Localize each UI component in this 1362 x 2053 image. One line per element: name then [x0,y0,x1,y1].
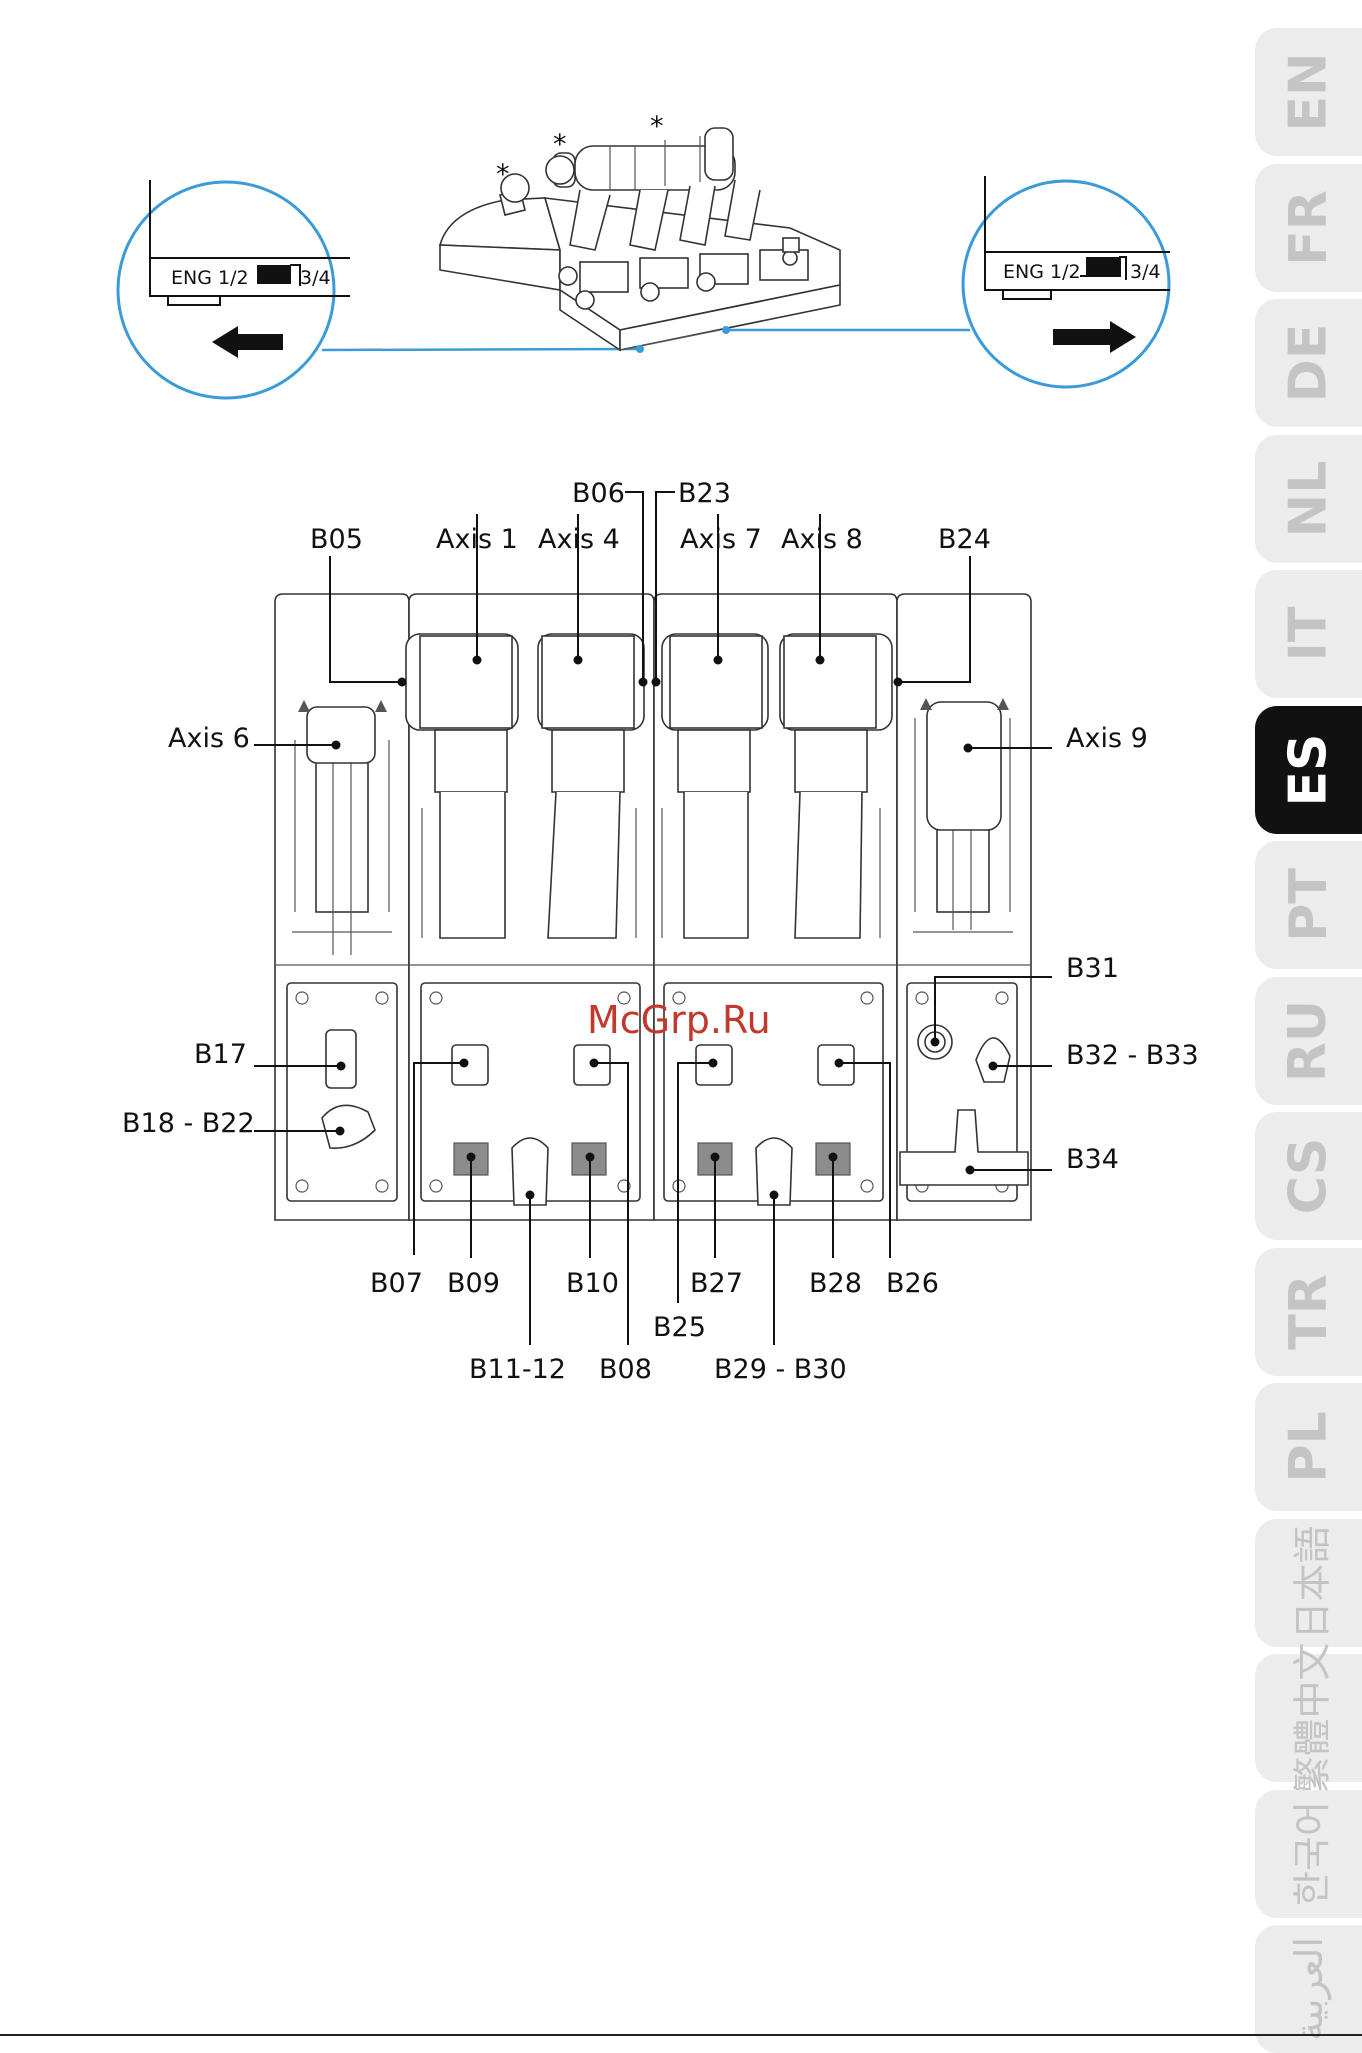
label-b31: B31 [1066,953,1119,984]
asterisk-2: * [553,129,567,160]
label-axis1: Axis 1 [436,524,518,555]
language-tab-10[interactable]: PL [1255,1383,1362,1511]
language-tab-label: 한국어 [1281,1801,1336,1906]
label-b06: B06 [572,478,625,509]
label-b28: B28 [809,1268,862,1299]
label-b10: B10 [566,1268,619,1299]
bottom-rule [0,2034,1362,2036]
language-tab-label: ES [1278,733,1338,806]
language-tab-5[interactable]: ES [1255,706,1362,834]
label-b11-12: B11-12 [469,1354,566,1385]
left-switch-text-eng12: ENG 1/2 [171,267,249,289]
language-tab-0[interactable]: EN [1255,28,1362,156]
label-b26: B26 [886,1268,939,1299]
label-axis8: Axis 8 [781,524,863,555]
language-tab-label: PL [1279,1411,1339,1482]
left-switch-callout: ENG 1/2 3/4 [118,180,350,398]
label-axis4: Axis 4 [538,524,620,555]
language-tab-7[interactable]: RU [1255,977,1362,1105]
label-b32-b33: B32 - B33 [1066,1040,1199,1071]
language-tab-9[interactable]: TR [1255,1248,1362,1376]
left-lower-panel [287,983,397,1201]
language-tab-label: 日本語 [1281,1525,1336,1639]
language-tab-label: PT [1279,868,1339,942]
language-tab-12[interactable]: 繁體中文 [1255,1654,1362,1782]
language-tab-11[interactable]: 日本語 [1255,1519,1362,1647]
language-tab-label: TR [1278,1274,1338,1350]
label-b07: B07 [370,1268,423,1299]
label-b23: B23 [678,478,731,509]
right-switch-text-eng12: ENG 1/2 [1003,261,1081,283]
label-b17: B17 [194,1039,247,1070]
label-axis6: Axis 6 [168,723,250,754]
watermark: McGrp.Ru [587,998,771,1042]
language-tab-label: 繁體中文 [1281,1642,1336,1794]
label-b27: B27 [690,1268,743,1299]
label-axis9: Axis 9 [1066,723,1148,754]
left-switch-toggle [257,265,291,284]
label-b18-b22: B18 - B22 [122,1108,255,1139]
label-b09: B09 [447,1268,500,1299]
right-switch-text-34: 3/4 [1130,261,1161,283]
language-tab-label: IT [1278,607,1338,662]
language-tab-label: RU [1278,999,1338,1081]
asterisk-1: * [496,159,510,190]
language-tab-label: DE [1279,324,1339,403]
language-tab-label: EN [1278,52,1338,131]
language-tab-13[interactable]: 한국어 [1255,1790,1362,1918]
language-tab-6[interactable]: PT [1255,841,1362,969]
language-tab-4[interactable]: IT [1255,570,1362,698]
asterisk-3: * [650,111,664,142]
language-tab-1[interactable]: FR [1255,164,1362,292]
label-b29-b30: B29 - B30 [714,1354,847,1385]
label-b05: B05 [310,524,363,555]
label-b24: B24 [938,524,991,555]
label-b34: B34 [1066,1144,1119,1175]
language-tab-3[interactable]: NL [1255,435,1362,563]
language-tab-8[interactable]: CS [1255,1112,1362,1240]
label-b25: B25 [653,1312,706,1343]
right-switch-toggle [1086,257,1120,276]
language-tab-label: العربية [1286,1937,1330,2041]
language-tab-label: CS [1278,1138,1338,1215]
label-axis7: Axis 7 [680,524,762,555]
right-lower-panel [900,983,1028,1201]
language-tab-label: NL [1279,460,1339,537]
label-b08: B08 [599,1354,652,1385]
language-tab-2[interactable]: DE [1255,299,1362,427]
right-switch-callout: ENG 1/2 3/4 [963,176,1170,387]
language-tab-label: FR [1279,190,1339,266]
left-switch-text-34: 3/4 [300,267,331,289]
